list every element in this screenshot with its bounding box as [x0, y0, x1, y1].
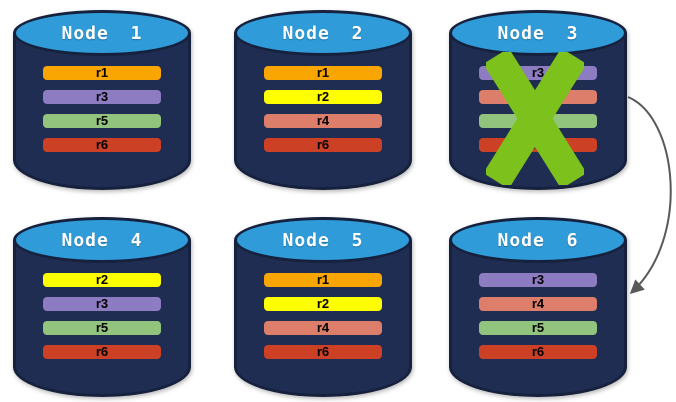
- cylinder-top: Node 2: [234, 10, 412, 56]
- replica-bar: r5: [43, 321, 161, 335]
- cylinder-body: [13, 240, 191, 397]
- cylinder-top: Node 5: [234, 217, 412, 263]
- node-title: Node 1: [61, 22, 143, 44]
- replica-label: r3: [95, 296, 109, 311]
- replica-label: r4: [316, 113, 330, 128]
- replica-bar: r6: [43, 138, 161, 152]
- node-3: Node 3 r3 r4 r5 r6: [449, 10, 627, 190]
- cylinder-top: Node 3: [449, 10, 627, 56]
- replica-bar: r2: [264, 90, 382, 104]
- replica-bar: r4: [264, 114, 382, 128]
- replica-label: r6: [316, 344, 330, 359]
- replica-label: r5: [95, 320, 109, 335]
- replica-bar: r2: [264, 297, 382, 311]
- replica-label: r2: [95, 272, 109, 287]
- failover-arrow-curve: [627, 96, 672, 295]
- replica-bar: r6: [43, 345, 161, 359]
- node-4: Node 4 r2 r3 r5 r6: [13, 217, 191, 397]
- cylinder-top: Node 6: [449, 217, 627, 263]
- replica-list: r1 r2 r4 r6: [234, 10, 412, 190]
- replica-label: r1: [316, 65, 330, 80]
- replica-bar: r5: [43, 114, 161, 128]
- node-1: Node 1 r1 r3 r5 r6: [13, 10, 191, 190]
- cylinder-body: [449, 240, 627, 397]
- replica-bar: r3: [479, 273, 597, 287]
- replica-list: r3 r4 r5 r6: [449, 217, 627, 397]
- database-cylinder: Node 4 r2 r3 r5 r6: [13, 217, 191, 397]
- node-title: Node 2: [282, 22, 364, 44]
- node-title: Node 4: [61, 229, 143, 251]
- replica-list: r1 r2 r4 r6: [234, 217, 412, 397]
- node-6: Node 6 r3 r4 r5 r6: [449, 217, 627, 397]
- replica-label: r5: [531, 320, 545, 335]
- replica-label: r1: [316, 272, 330, 287]
- cylinder-top: Node 1: [13, 10, 191, 56]
- replica-bar: r1: [264, 66, 382, 80]
- replica-list: r1 r3 r5 r6: [13, 10, 191, 190]
- replica-label: r2: [316, 89, 330, 104]
- replica-label: r3: [95, 89, 109, 104]
- replica-bar: r1: [264, 273, 382, 287]
- replica-label: r4: [316, 320, 330, 335]
- cylinder-top: Node 4: [13, 217, 191, 263]
- replica-bar: r1: [43, 66, 161, 80]
- replica-label: r6: [95, 137, 109, 152]
- replica-bar: r2: [43, 273, 161, 287]
- cylinder-body: [13, 33, 191, 190]
- node-title: Node 5: [282, 229, 364, 251]
- replica-bar: r5: [479, 321, 597, 335]
- replica-label: r3: [531, 65, 545, 80]
- replica-bar: r3: [43, 297, 161, 311]
- x-stroke: [486, 52, 584, 185]
- node-2: Node 2 r1 r2 r4 r6: [234, 10, 412, 190]
- failure-x-mark: [486, 52, 584, 185]
- node-5: Node 5 r1 r2 r4 r6: [234, 217, 412, 397]
- node-title: Node 6: [497, 229, 579, 251]
- cylinder-body: [234, 33, 412, 190]
- cylinder-body: [449, 33, 627, 190]
- replica-bar: r4: [264, 321, 382, 335]
- replica-bar: r3: [43, 90, 161, 104]
- replica-bar: r6: [479, 345, 597, 359]
- replica-label: r6: [316, 137, 330, 152]
- replica-list: r2 r3 r5 r6: [13, 217, 191, 397]
- database-cylinder: Node 1 r1 r3 r5 r6: [13, 10, 191, 190]
- replica-label: r6: [95, 344, 109, 359]
- replica-label: r5: [95, 113, 109, 128]
- replica-label: r6: [531, 344, 545, 359]
- replica-label: r4: [531, 296, 545, 311]
- replica-label: r1: [95, 65, 109, 80]
- node-title: Node 3: [497, 22, 579, 44]
- database-cylinder: Node 2 r1 r2 r4 r6: [234, 10, 412, 190]
- replica-label: r3: [531, 272, 545, 287]
- replica-label: r2: [316, 296, 330, 311]
- database-cylinder: Node 6 r3 r4 r5 r6: [449, 217, 627, 397]
- replica-bar: r4: [479, 297, 597, 311]
- replica-bar: r6: [264, 138, 382, 152]
- replica-bar: r6: [264, 345, 382, 359]
- cylinder-body: [234, 240, 412, 397]
- database-cylinder: Node 5 r1 r2 r4 r6: [234, 217, 412, 397]
